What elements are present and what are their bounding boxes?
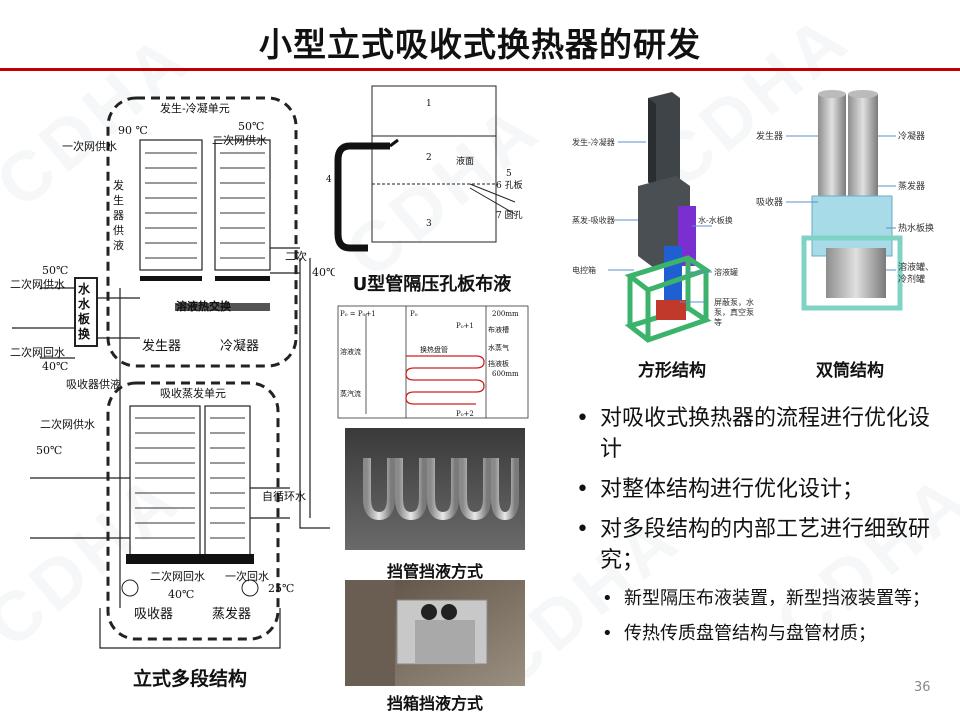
label-sec-supply-left: 二次网供水 bbox=[10, 277, 65, 291]
page-number: 36 bbox=[914, 680, 931, 695]
u-label-3: 3 bbox=[426, 219, 432, 229]
label-abs-evap-unit: 吸收蒸发单元 bbox=[160, 386, 226, 400]
title-divider bbox=[0, 68, 960, 71]
label-t40b: 40℃ bbox=[42, 360, 68, 373]
sub-bullet-item: •传热传质盘管结构与盘管材质； bbox=[602, 623, 876, 644]
bullet-item: •对多段结构的内部工艺进行细致研究； bbox=[576, 517, 931, 573]
multistage-structure-diagram: 发生-冷凝单元 90 ℃ 50℃ 一次网供水 二次网供水 50℃ 二次网供水 溶… bbox=[10, 96, 335, 649]
label-prim-supply: 一次网供水 bbox=[62, 139, 117, 153]
bullet-text: 对整体结构进行优化设计； bbox=[600, 477, 865, 502]
flow-label-pipe: 布液槽 bbox=[488, 325, 509, 334]
sub-bullet-text: 传热传质盘管结构与盘管材质； bbox=[624, 623, 876, 644]
bullet-text: 对多段结构的内部工艺进行细致研究； bbox=[600, 517, 931, 573]
u-label-7: 7 圆孔 bbox=[496, 210, 523, 221]
flow-label-p2: P₀+2 bbox=[456, 410, 474, 418]
label-sec-return-right: 二次 bbox=[285, 249, 307, 263]
pressure-distribution-diagram: P₀ = P₀+1 P₀ P₀+1 P₀+2 200mm 600mm 挡液板 布… bbox=[337, 305, 529, 419]
caption-baffle-tube: 挡管挡液方式 bbox=[386, 562, 483, 581]
label-plate-hx: 水水板换 bbox=[78, 282, 91, 341]
caption-multistage: 立式多段结构 bbox=[132, 668, 247, 690]
u-tube-orifice-diagram: 1 2 3 4 5 6 孔板 7 圆孔 液面 bbox=[326, 85, 523, 252]
sq-label-pumps: 屏蔽泵，水泵，真空泵等 bbox=[714, 298, 754, 327]
flow-label-side2: 蒸汽流 bbox=[340, 389, 361, 398]
label-t50b: 50℃ bbox=[42, 264, 68, 277]
label-condenser: 冷凝器 bbox=[220, 338, 259, 354]
label-solution-hx: 溶液热交换 bbox=[176, 299, 232, 313]
label-gen-supply: 发生器供液 bbox=[113, 179, 124, 252]
u-label-2: 2 bbox=[426, 153, 432, 163]
label-sec-return-bottom: 二次网回水 bbox=[150, 569, 205, 583]
flow-label-liquid-plate: 挡液板 bbox=[488, 359, 509, 368]
label-t50c: 50℃ bbox=[36, 444, 62, 457]
label-t40a: 40℃ bbox=[312, 266, 335, 279]
sq-label-gen-cond: 发生-冷凝器 bbox=[572, 137, 615, 147]
label-evaporator: 蒸发器 bbox=[212, 606, 251, 622]
dc-label-generator: 发生器 bbox=[756, 130, 783, 142]
dc-label-hot-water-hx: 热水板换 bbox=[898, 222, 934, 234]
square-structure-model: 发生-冷凝器 蒸发-吸收器 电控箱 水-水板换 溶液罐 bbox=[572, 92, 738, 343]
dc-label-condenser: 冷凝器 bbox=[898, 130, 925, 142]
label-absorber: 吸收器 bbox=[134, 607, 173, 622]
sub-bullet-text: 新型隔压布液装置，新型挡液装置等； bbox=[624, 588, 930, 609]
flow-label-steam: 水蒸气 bbox=[488, 343, 509, 352]
bullet-list: •对吸收式换热器的流程进行优化设计 •对整体结构进行优化设计； •对多段结构的内… bbox=[572, 403, 944, 655]
label-circ-water: 自循环水 bbox=[262, 490, 306, 503]
baffle-box-photo bbox=[345, 580, 525, 686]
sub-bullet-item: •新型隔压布液装置，新型挡液装置等； bbox=[602, 588, 930, 609]
label-t50a: 50℃ bbox=[238, 120, 264, 133]
label-absorber-supply: 吸收器供液 bbox=[66, 377, 121, 391]
caption-u-tube: U型管隔压孔板布液 bbox=[352, 274, 512, 295]
label-t25: 25℃ bbox=[268, 582, 294, 595]
u-label-6: 6 孔板 bbox=[496, 179, 523, 191]
flow-label-p0: P₀ = P₀+1 bbox=[340, 310, 376, 318]
bullet-item: •对整体结构进行优化设计； bbox=[576, 477, 865, 502]
baffle-tube-photo bbox=[345, 428, 525, 550]
sq-label-elec-box: 电控箱 bbox=[572, 265, 596, 275]
u-label-4: 4 bbox=[326, 175, 332, 185]
label-generator: 发生器 bbox=[142, 338, 181, 354]
sq-label-evap-abs: 蒸发-吸收器 bbox=[572, 215, 615, 225]
label-t40c: 40℃ bbox=[168, 588, 194, 601]
label-prim-return: 一次回水 bbox=[225, 569, 269, 583]
caption-double: 双筒结构 bbox=[816, 361, 884, 381]
label-sec-supply-mid: 二次网供水 bbox=[40, 417, 95, 431]
page-title: 小型立式吸收式换热器的研发 bbox=[259, 25, 701, 64]
sq-label-water-plate: 水-水板换 bbox=[698, 215, 733, 225]
caption-square: 方形结构 bbox=[638, 361, 706, 381]
caption-baffle-box: 挡箱挡液方式 bbox=[386, 694, 483, 713]
bullet-item: •对吸收式换热器的流程进行优化设计 bbox=[576, 406, 931, 462]
flow-label-dim1: 200mm bbox=[492, 310, 519, 318]
flow-label-side1: 溶液流 bbox=[340, 347, 361, 356]
label-sec-supply-top: 二次网供水 bbox=[212, 133, 267, 147]
sq-label-solution-pump: 溶液罐 bbox=[714, 267, 738, 277]
dc-label-evaporator: 蒸发器 bbox=[898, 180, 925, 192]
u-label-5: 5 bbox=[506, 169, 512, 179]
flow-label-p0b: P₀ bbox=[410, 310, 418, 318]
dc-label-absorber: 吸收器 bbox=[756, 196, 783, 208]
flow-label-coil: 换热盘管 bbox=[420, 345, 448, 354]
dc-label-tanks: 溶液罐、冷剂罐 bbox=[898, 263, 935, 285]
u-label-1: 1 bbox=[426, 99, 432, 109]
label-gen-cond-unit: 发生-冷凝单元 bbox=[160, 101, 230, 115]
double-cylinder-model: 发生器 冷凝器 吸收器 蒸发器 热水板换 bbox=[756, 90, 934, 311]
bullet-text: 对吸收式换热器的流程进行优化设计 bbox=[600, 406, 931, 462]
label-t90: 90 ℃ bbox=[118, 124, 148, 137]
flow-label-dim2: 600mm bbox=[492, 370, 519, 378]
u-label-liquid: 液面 bbox=[456, 155, 474, 167]
flow-label-p1: P₀+1 bbox=[456, 322, 474, 330]
label-sec-return-left: 二次网回水 bbox=[10, 345, 65, 359]
